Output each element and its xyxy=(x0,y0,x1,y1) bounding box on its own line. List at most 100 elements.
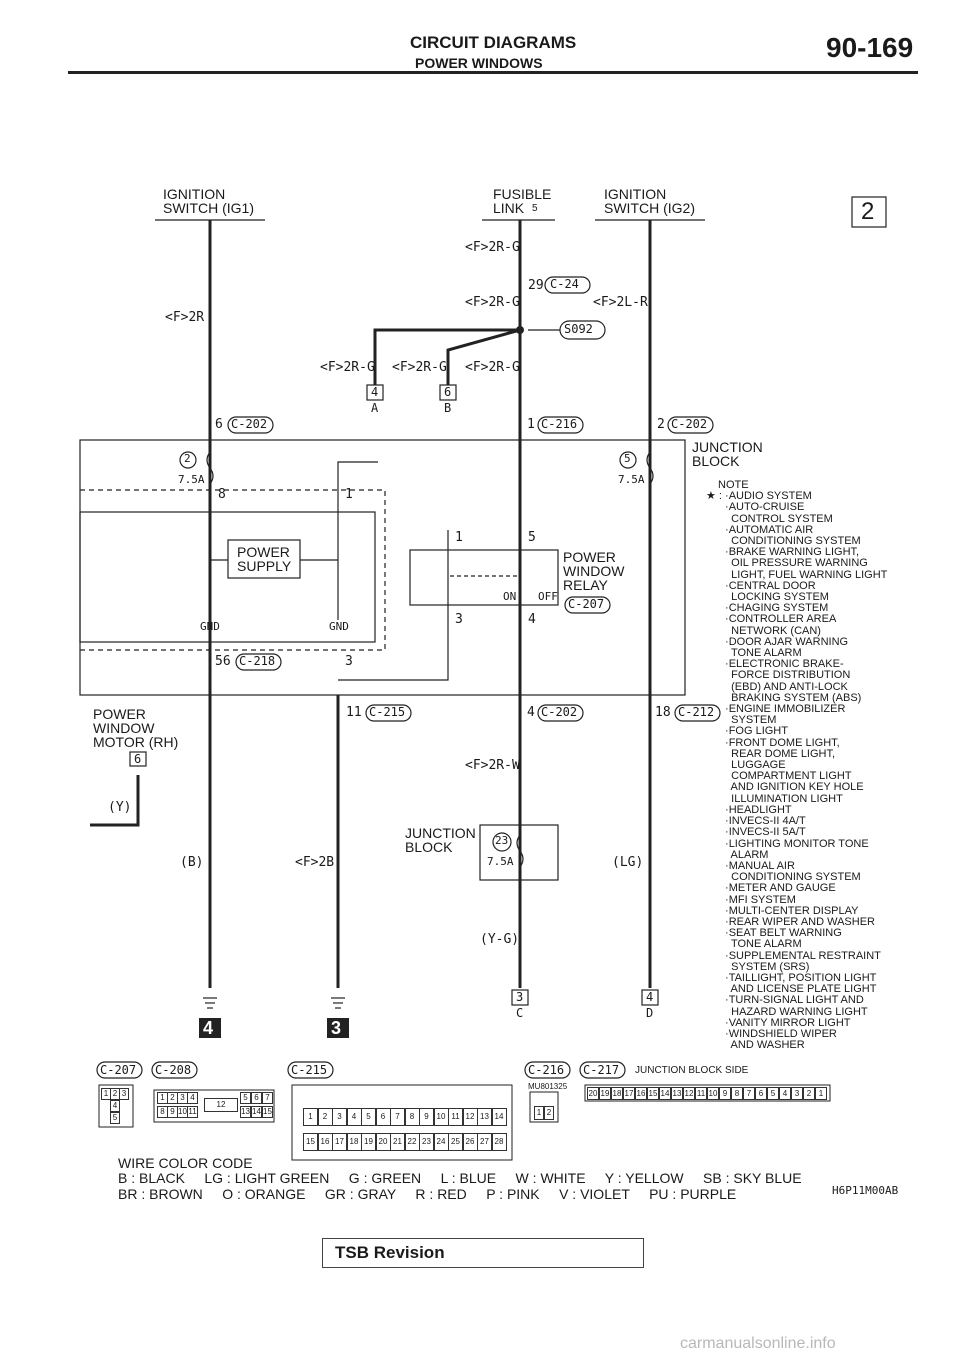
connector-pin: 5 xyxy=(361,1108,376,1126)
wire-label-13: (Y-G) xyxy=(480,932,520,947)
note-item: ·TURN-SIGNAL LIGHT AND HAZARD WARNING LI… xyxy=(725,994,868,1018)
connector-pin: 22 xyxy=(404,1133,420,1151)
connector-pin: 10 xyxy=(707,1087,719,1100)
pin-1c: 1 xyxy=(455,530,463,545)
wire-color-line-1: B : BLACK LG : LIGHT GREEN G : GREEN L :… xyxy=(118,1170,802,1186)
note-star: ★ : xyxy=(706,490,726,503)
connector-pin: 4 xyxy=(346,1108,362,1126)
connector-pin: 6 xyxy=(375,1108,391,1126)
connector-pin: 27 xyxy=(477,1133,492,1151)
fuse-23-number: 23 xyxy=(495,834,509,847)
note-item: ·REAR WIPER AND WASHER xyxy=(725,915,875,928)
pin-56: 56 xyxy=(215,654,231,669)
connector-pin: 13 xyxy=(477,1108,492,1126)
connector-pin: 18 xyxy=(611,1087,623,1100)
connector-pin: 2 xyxy=(544,1106,554,1120)
conn-c212: C-212 xyxy=(678,705,715,719)
note-item: ·AUTO-CRUISE CONTROL SYSTEM xyxy=(725,501,833,525)
note-item: ·MULTI-CENTER DISPLAY xyxy=(725,904,859,917)
fuse-5-rating: 7.5A xyxy=(618,473,645,486)
conn-c216: C-216 xyxy=(541,417,578,431)
pin-8: 8 xyxy=(218,487,226,502)
connector-pin: 15 xyxy=(647,1087,659,1100)
wire-color-title: WIRE COLOR CODE xyxy=(118,1155,253,1171)
motor-pin-box xyxy=(129,751,147,767)
connector-pin: 9 xyxy=(719,1087,731,1100)
connector-pin: 14 xyxy=(491,1108,507,1126)
note-item: ·SEAT BELT WARNING TONE ALARM xyxy=(725,927,842,951)
connector-pin: 11 xyxy=(187,1106,198,1118)
relay-on: ON xyxy=(503,590,517,603)
s092-badge xyxy=(559,320,606,340)
note-block: NOTE ★ : ·AUDIO SYSTEM·AUTO-CRUISE CONTR… xyxy=(706,479,918,1051)
note-item: ·AUDIO SYSTEM xyxy=(725,490,812,503)
note-item: ·HEADLIGHT xyxy=(725,803,792,816)
conn-c207: C-207 xyxy=(568,597,605,611)
power-supply-label: POWER SUPPLY xyxy=(237,544,292,574)
note-item: ·INVECS-II 5A/T xyxy=(725,826,806,839)
pin-29: 29 xyxy=(528,278,544,293)
conn-c215: C-215 xyxy=(369,705,406,719)
connector-pin: 17 xyxy=(623,1087,635,1100)
pin-2: 2 xyxy=(657,417,665,432)
connector-pin: 16 xyxy=(317,1133,333,1151)
figure-code: H6P11M00AB xyxy=(832,1184,899,1197)
connector-pin: 19 xyxy=(361,1133,376,1151)
note-item: ·MANUAL AIR CONDITIONING SYSTEM xyxy=(725,859,861,884)
page-badge: 2 xyxy=(861,198,875,225)
pin-4: 4 xyxy=(528,612,536,627)
connector-pin: 3 xyxy=(332,1108,347,1126)
connector-pin: 5 xyxy=(240,1092,251,1104)
header-rule xyxy=(68,71,918,74)
connector-pin: 7 xyxy=(743,1087,755,1100)
wire-label-11: <F>2B xyxy=(295,855,335,870)
pin-4b: 4 xyxy=(527,705,535,720)
wire-to-a xyxy=(373,328,520,385)
connector-pin: 10 xyxy=(433,1108,449,1126)
note-item: ·FRONT DOME LIGHT, REAR DOME LIGHT, LUGG… xyxy=(725,736,864,805)
junction-block-label: JUNCTION BLOCK xyxy=(692,439,763,469)
gnd-label-2: GND xyxy=(329,620,349,633)
fusible-number: 5 xyxy=(532,203,538,214)
relay-box xyxy=(409,549,559,606)
connector-pin: 16 xyxy=(635,1087,647,1100)
note-item: ·ELECTRONIC BRAKE- FORCE DISTRIBUTION (E… xyxy=(725,658,862,704)
ig2-label: IGNITION SWITCH (IG2) xyxy=(604,186,695,216)
pin-5: 5 xyxy=(528,530,536,545)
note-item: ·VANITY MIRROR LIGHT xyxy=(725,1016,851,1029)
pin-1: 1 xyxy=(527,417,535,432)
splice-d-letter: D xyxy=(646,1006,654,1020)
connector-pin: 11 xyxy=(448,1108,463,1126)
splice-c-box xyxy=(511,989,529,1006)
fuse-23-shape xyxy=(516,834,524,868)
page-number: 90-169 xyxy=(826,32,914,63)
conn-c202-b: C-202 xyxy=(671,417,708,431)
pin-3: 3 xyxy=(455,612,463,627)
connector-pin: 1 xyxy=(534,1106,544,1120)
fuse-5-number: 5 xyxy=(624,452,631,465)
note-item: ·CONTROLLER AREA NETWORK (CAN) xyxy=(725,613,837,637)
connector-pin: 1 xyxy=(815,1087,827,1100)
wire-motor xyxy=(90,775,140,827)
connector-pin: 1 xyxy=(303,1108,318,1126)
note-item: ·BRAKE WARNING LIGHT, OIL PRESSURE WARNI… xyxy=(725,546,888,581)
pin-3b: 3 xyxy=(345,654,353,669)
wire-label-9: (Y) xyxy=(108,800,132,815)
wire-to-b xyxy=(446,328,521,385)
jb-line-2 xyxy=(337,461,378,480)
note-item: ·MFI SYSTEM xyxy=(725,893,796,906)
connector-pin: 19 xyxy=(599,1087,611,1100)
motor-pin: 6 xyxy=(134,752,142,766)
note-items: ·AUDIO SYSTEM·AUTO-CRUISE CONTROL SYSTEM… xyxy=(725,490,888,1051)
connector-pin: 8 xyxy=(731,1087,743,1100)
connector-pin: 2 xyxy=(317,1108,333,1126)
note-item: ·ENGINE IMMOBILIZER SYSTEM xyxy=(725,703,846,727)
relay-off: OFF xyxy=(538,590,558,603)
wire-label-12: (LG) xyxy=(612,855,644,870)
connector-pin: 5 xyxy=(767,1087,779,1100)
note-item: ·DOOR AJAR WARNING TONE ALARM xyxy=(725,635,849,660)
note-item: ·INVECS-II 4A/T xyxy=(725,815,806,828)
tsb-revision-box: TSB Revision xyxy=(322,1238,644,1268)
connector-pin: 3 xyxy=(791,1087,803,1100)
